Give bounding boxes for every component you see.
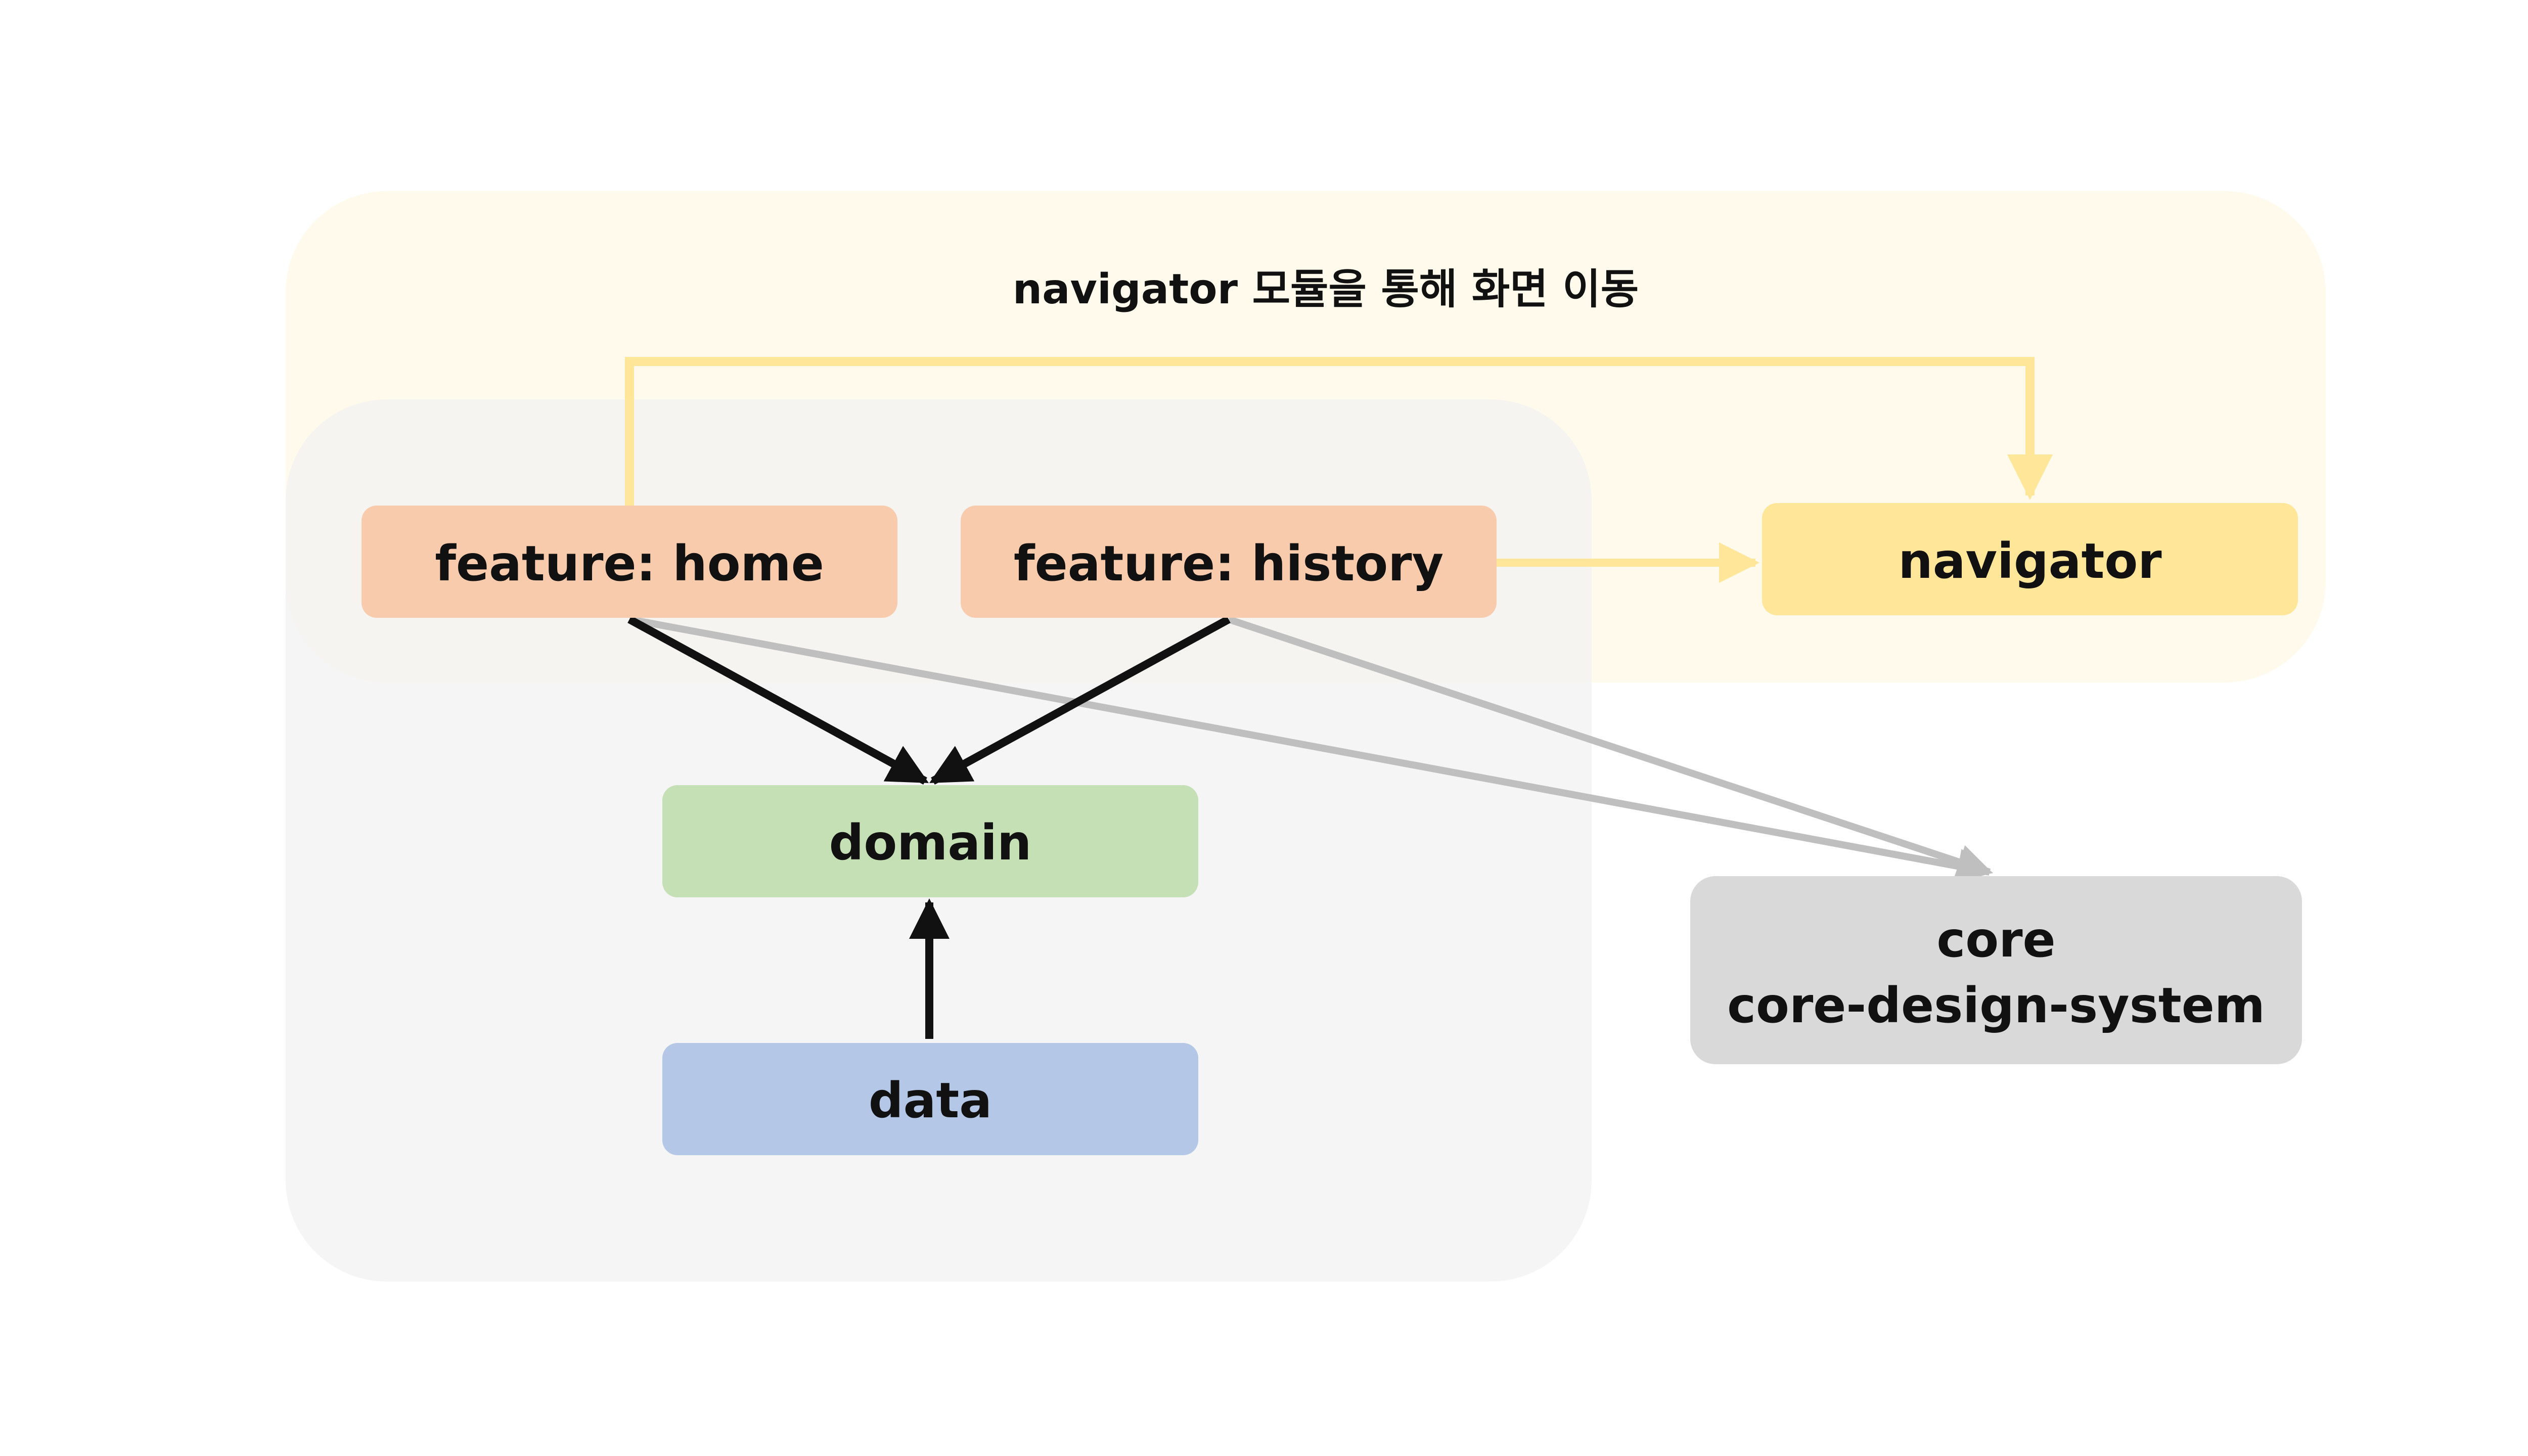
node-feature-home-label: feature: home <box>435 535 824 592</box>
node-core-label-line1: core <box>1936 912 2055 968</box>
navigation-region-title: navigator 모듈을 통해 화면 이동 <box>1013 265 1639 313</box>
node-navigator <box>1762 503 2298 615</box>
edge-history-to-domain <box>929 615 1231 785</box>
node-core <box>1690 876 2302 1064</box>
node-feature-home <box>362 506 897 618</box>
edge-history-to-core <box>1227 616 1993 879</box>
node-feature-history-label: feature: history <box>1014 535 1443 592</box>
node-navigator-label: navigator <box>1898 533 2162 589</box>
node-domain <box>662 785 1198 897</box>
node-feature-history <box>961 506 1497 618</box>
node-domain-label: domain <box>829 814 1032 871</box>
node-core-label-line2: core-design-system <box>1727 977 2265 1034</box>
edge-home-to-domain <box>627 615 929 785</box>
edge-home-to-core <box>628 616 1993 884</box>
node-data-label: data <box>869 1072 992 1129</box>
node-data <box>662 1043 1198 1155</box>
edge-home-to-navigator <box>625 357 2053 506</box>
